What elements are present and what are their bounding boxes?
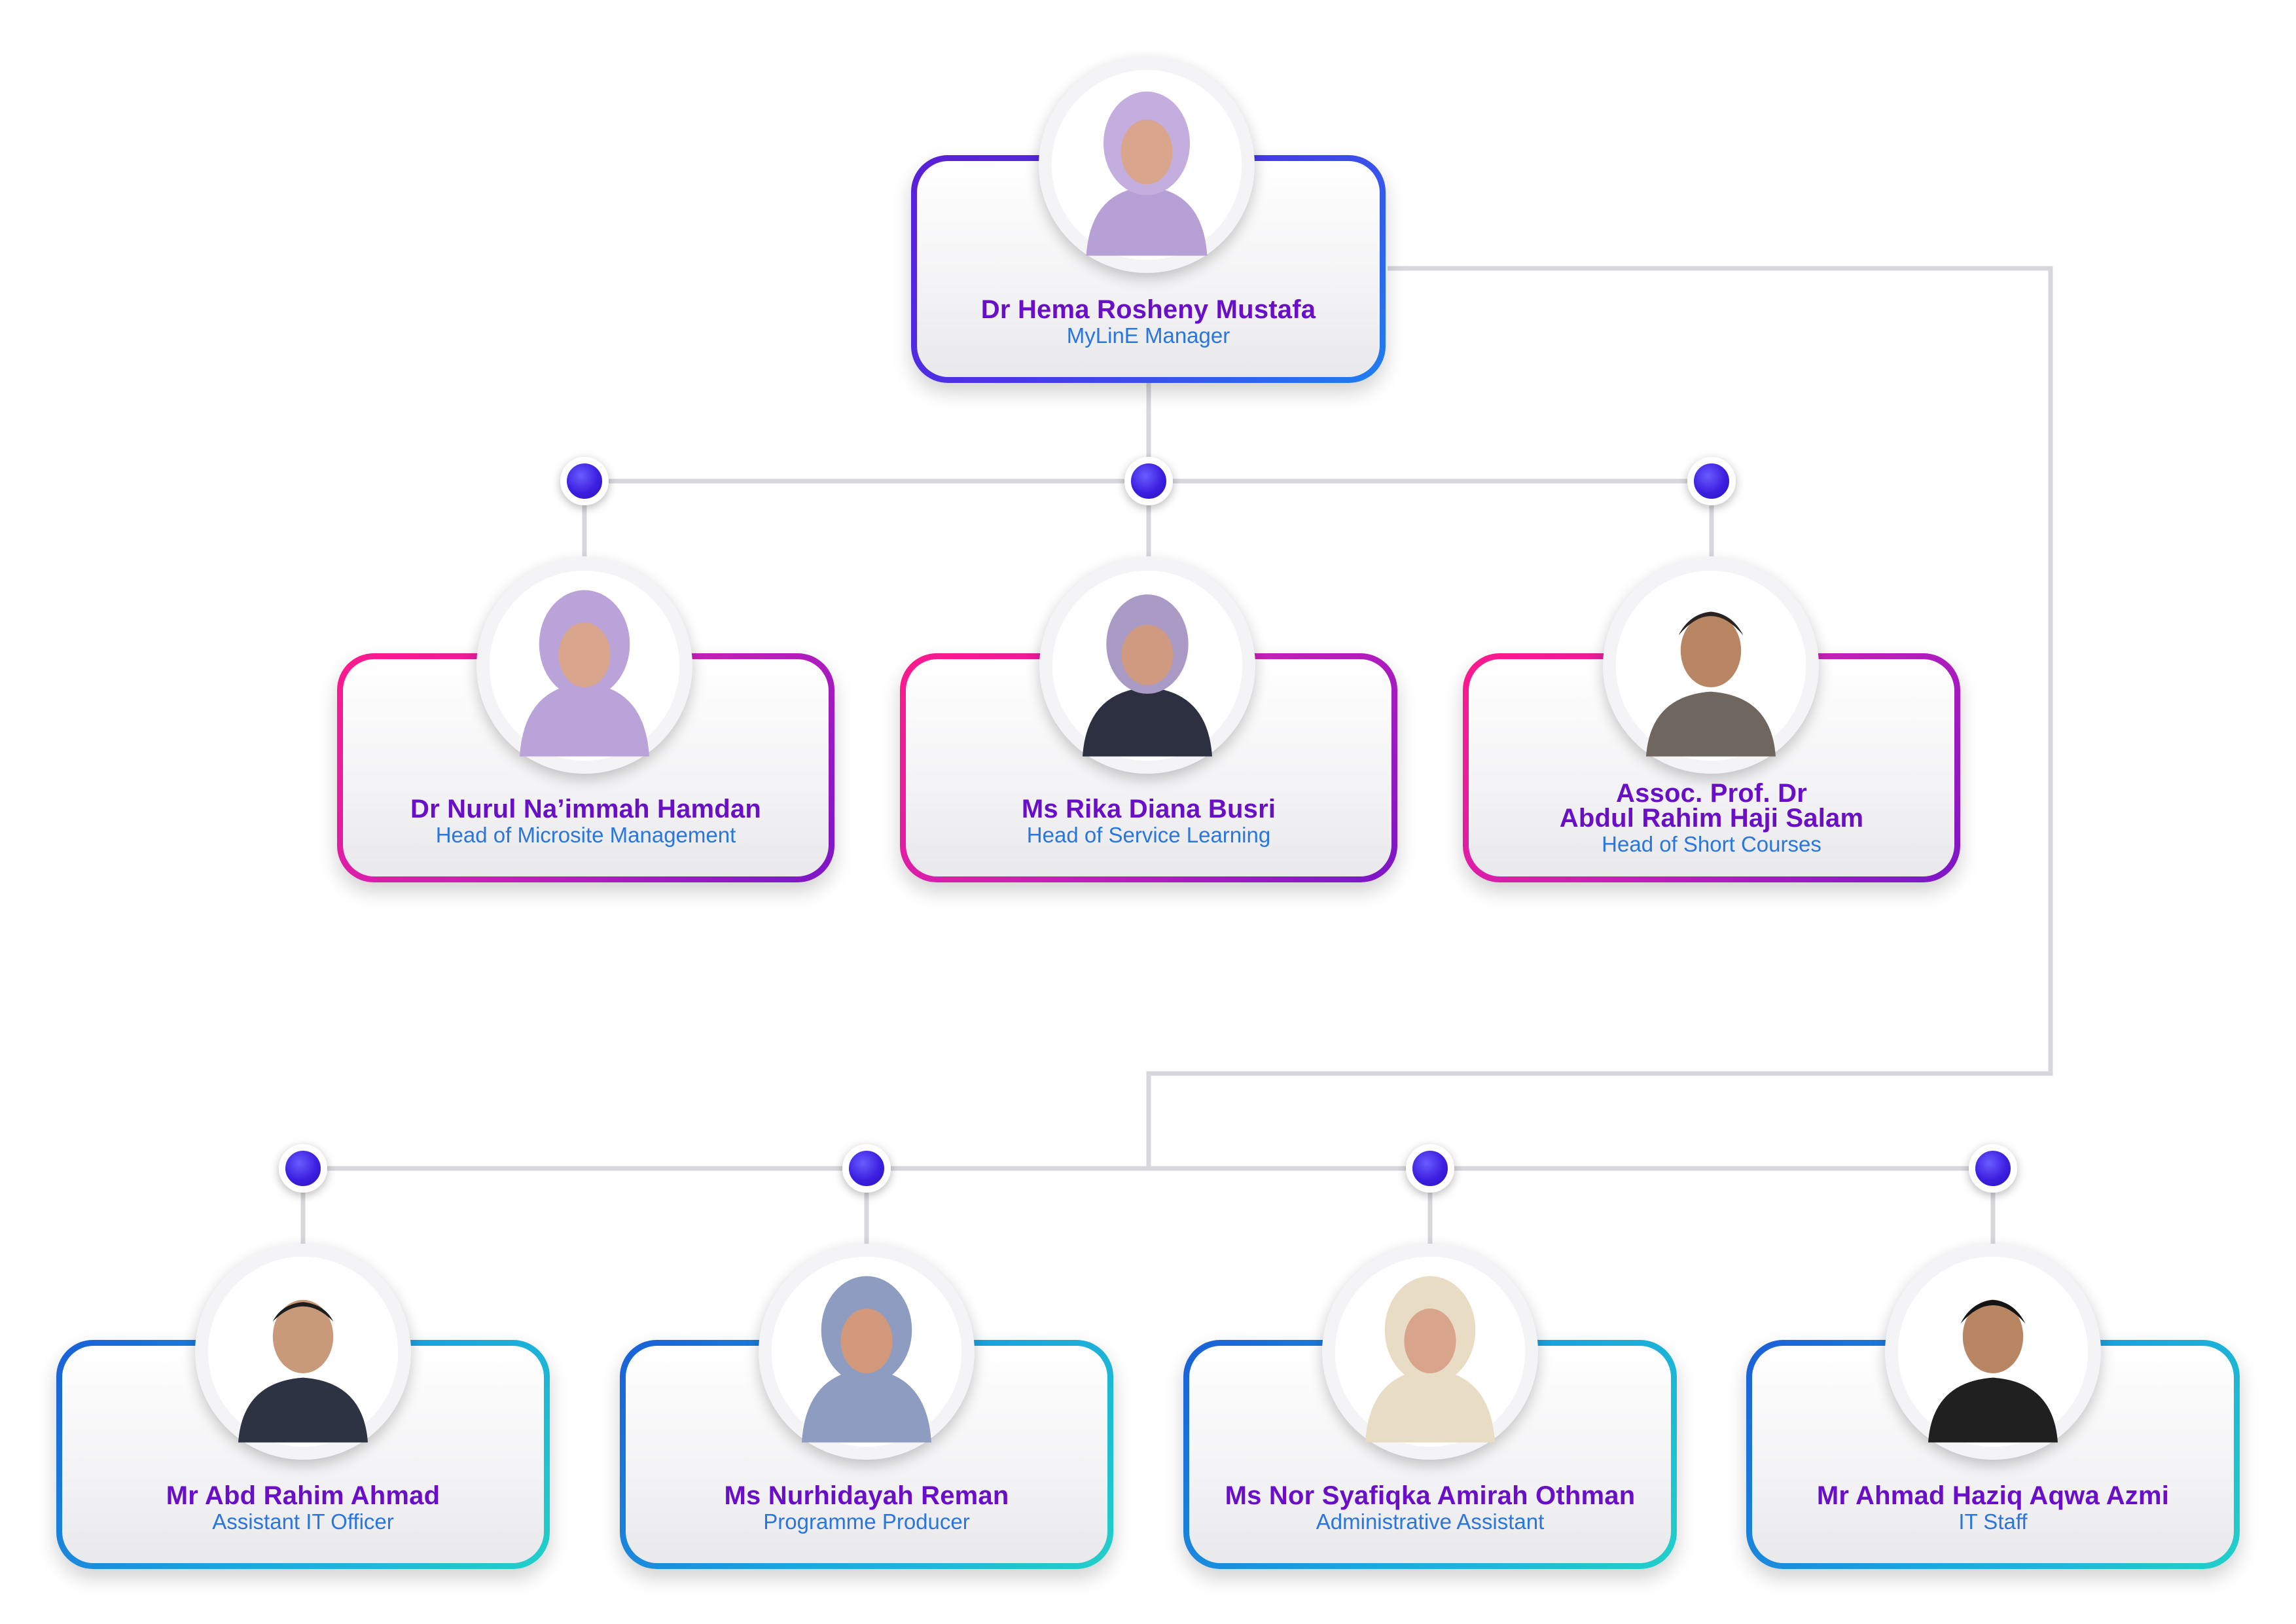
staff-4-avatar <box>1885 1244 2101 1460</box>
staff-3-avatar <box>1322 1244 1538 1460</box>
person-photo-icon <box>207 1256 399 1447</box>
head-3-avatar <box>1603 558 1819 774</box>
head-1-role: Head of Microsite Management <box>435 823 736 847</box>
head-3-name-line-2: Abdul Rahim Haji Salam <box>1559 804 1864 833</box>
connector-node-icon <box>1687 457 1736 505</box>
connector-node-icon <box>560 457 609 505</box>
manager-avatar <box>1039 57 1255 273</box>
person-photo-icon <box>1335 1256 1526 1447</box>
person-photo-icon <box>489 570 680 761</box>
connector-node-icon <box>1124 457 1173 505</box>
connector-node-icon <box>1406 1144 1454 1193</box>
head-2-avatar <box>1039 558 1255 774</box>
staff-2-role: Programme Producer <box>763 1509 970 1534</box>
connector-node-icon <box>1969 1144 2017 1193</box>
head-2-name: Ms Rika Diana Busri <box>1021 795 1276 823</box>
person-photo-icon <box>1897 1256 2089 1447</box>
connector-manager-to-staff <box>1146 266 2053 1168</box>
person-photo-icon <box>1615 570 1806 761</box>
staff-1-name: Mr Abd Rahim Ahmad <box>166 1481 440 1510</box>
connector-node-icon <box>842 1144 891 1193</box>
head-1-name: Dr Nurul Na’immah Hamdan <box>410 795 761 823</box>
connector-node-icon <box>279 1144 327 1193</box>
staff-1-role: Assistant IT Officer <box>212 1509 394 1534</box>
head-3-role: Head of Short Courses <box>1602 832 1821 856</box>
staff-1-avatar <box>195 1244 411 1460</box>
staff-4-name: Mr Ahmad Haziq Aqwa Azmi <box>1816 1481 2170 1510</box>
person-photo-icon <box>1051 69 1242 261</box>
staff-3-role: Administrative Assistant <box>1316 1509 1545 1534</box>
manager-name: Dr Hema Rosheny Mustafa <box>980 295 1316 324</box>
person-photo-icon <box>1052 570 1243 761</box>
head-1-avatar <box>476 558 692 774</box>
staff-2-name: Ms Nurhidayah Reman <box>724 1481 1009 1510</box>
staff-4-role: IT Staff <box>1958 1509 2028 1534</box>
staff-3-name: Ms Nor Syafiqka Amirah Othman <box>1225 1481 1636 1510</box>
person-photo-icon <box>771 1256 962 1447</box>
manager-role: MyLinE Manager <box>1066 323 1230 348</box>
staff-2-avatar <box>759 1244 975 1460</box>
head-2-role: Head of Service Learning <box>1026 823 1271 847</box>
head-3-name-line-1: Assoc. Prof. Dr <box>1616 779 1807 808</box>
